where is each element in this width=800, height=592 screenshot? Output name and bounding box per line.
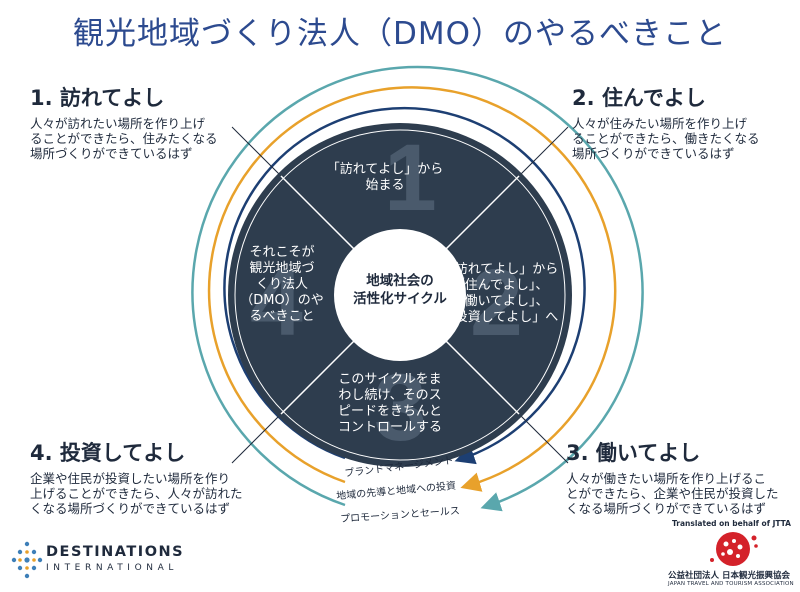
step-live-heading: 2. 住んでよし — [572, 86, 706, 110]
step-visit: 1. 訪れてよし 人々が訪れたい場所を作り上げ ることができたら、住みたくなる … — [30, 82, 230, 161]
jtta-name-ja: 公益社団法人 日本観光振興協会 — [668, 571, 790, 581]
international-name: INTERNATIONAL — [46, 563, 178, 573]
step-visit-body: 人々が訪れたい場所を作り上げ ることができたら、住みたくなる 場所づくりができて… — [30, 116, 218, 161]
segment-text-1: 「訪れてよし」から 始まる — [326, 162, 444, 193]
step-invest: 4. 投資してよし 企業や住民が投資したい場所を作り 上げることができたら、人々… — [30, 437, 245, 516]
arc-orange — [207, 86, 617, 492]
segment-text-3: このサイクルをま わし続け、そのス ピードをきちんと コントロールする — [337, 372, 442, 435]
step-work-body: 人々が働きたい場所を作り上げるこ とができたら、企業や住民が投資した くなる場所… — [566, 471, 779, 516]
segment-text-2: 「訪れてよし」から 「住んでよし」、 「働いてよし」、 「投資してよし」へ — [441, 262, 559, 325]
segment-text-4: それこそが 観光地域づ くり法人 （DMO）のや るべきこと — [240, 245, 324, 324]
jtta-logo-icon — [710, 532, 758, 566]
jtta-name-en: JAPAN TRAVEL AND TOURISM ASSOCIATION — [668, 581, 794, 587]
arc-teal — [191, 65, 644, 512]
arc-navy — [223, 106, 586, 465]
center-label: 地域社会の 活性化サイクル — [353, 273, 447, 307]
step-invest-body: 企業や住民が投資したい場所を作り 上げることができたら、人々が訪れた くなる場所… — [30, 471, 243, 516]
step-invest-heading: 4. 投資してよし — [30, 441, 186, 465]
destinations-international-logo-icon — [11, 541, 43, 579]
step-work: 3. 働いてよし 人々が働きたい場所を作り上げるこ とができたら、企業や住民が投… — [566, 437, 791, 516]
translated-note: Translated on behalf of JTTA — [672, 519, 791, 528]
page-title: 観光地域づくり法人（DMO）のやるべきこと — [72, 16, 728, 52]
segment-number-2: 2 — [470, 250, 523, 356]
center-circle — [334, 229, 466, 361]
segment-number-4: 4 — [250, 250, 303, 356]
step-live: 2. 住んでよし 人々が住みたい場所を作り上げ ることができたら、働きたくなる … — [572, 82, 792, 161]
segment-number-3: 3 — [374, 355, 427, 461]
step-visit-heading: 1. 訪れてよし — [30, 86, 165, 110]
destinations-name: DESTINATIONS — [46, 544, 185, 560]
segment-number-1: 1 — [384, 125, 437, 231]
step-work-heading: 3. 働いてよし — [566, 441, 701, 465]
step-live-body: 人々が住みたい場所を作り上げ ることができたら、働きたくなる 場所づくりができて… — [572, 116, 760, 161]
